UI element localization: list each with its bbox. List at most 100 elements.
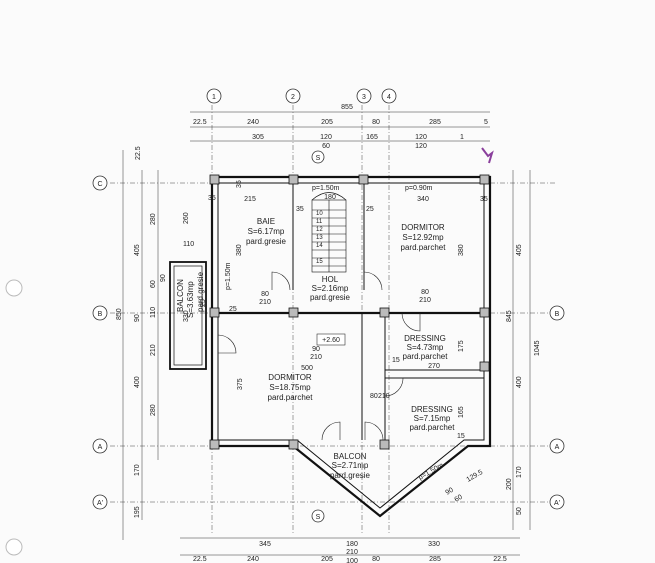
room-dormitor1-area: S=12.92mp [402,233,444,242]
inner-dim-1295: 129.5 [466,469,485,484]
inner-dim-15b: 15 [457,433,465,440]
grid-row-markers: C B A A' B A A' [92,175,565,510]
punch-hole-bottom [5,538,23,556]
grid-row-b: B [98,311,103,318]
door-label-80b: 80 [421,289,429,296]
window-p150-top: p=1.50m [312,185,340,192]
dim-bot-210: 210 [346,549,358,556]
door-label-210d: 210 [378,393,390,400]
dimensions-left: 22.5 850 405 90 400 170 195 280 60 110 2… [116,146,207,540]
inner-dim-35d: 35 [480,196,488,203]
dim-right-1045: 1045 [534,340,541,356]
dim-top-285: 285 [429,119,441,126]
dim-bot2-240: 240 [247,556,259,563]
staircase: 10 11 12 13 14 15 [311,192,347,273]
room-dormitor2-name: DORMITOR [268,373,312,382]
room-dressing1-area: S=4.73mp [407,343,444,352]
inner-dim-380a: 380 [236,244,243,256]
dim-top2-120c: 120 [415,143,427,150]
dimensions-right: 405 400 170 50 845 1045 200 [506,170,541,530]
dim-top2-1: 1 [460,134,464,141]
dim-top2-305: 305 [252,134,264,141]
room-labels: BAIE S=6.17mp pard.gresie DORMITOR S=12.… [176,217,455,480]
dim-top2-120: 120 [320,134,332,141]
annotations: p=1.50m p=0.90m p=1.50m p=1.50m +2.60 80… [208,180,488,504]
door-label-80c: 80 [370,393,378,400]
room-hol-area: S=2.16mp [312,284,349,293]
room-balcon1-area: S=2.71mp [332,461,369,470]
grid-column-markers: 1 2 3 4 [206,88,397,104]
window-p150-diag: p=1.50m [418,462,445,482]
dim-bot2-100: 100 [346,558,358,563]
dim-left-260: 260 [183,212,190,224]
room-balcon2-area: S=3.63mp [186,281,195,318]
walls [169,175,492,518]
grid-col-3: 3 [362,94,366,101]
grid-row-b-right: B [555,311,560,318]
room-hol-name: HOL [322,275,339,284]
room-dressing1-floor: pard.parchet [403,352,449,361]
dim-left-90: 90 [134,314,141,322]
inner-dim-380b: 380 [458,244,465,256]
stair-step-11: 11 [316,219,323,225]
room-baie-name: BAIE [257,217,275,226]
room-balcon1-name: BALCON [334,452,367,461]
dim-left-400: 400 [134,376,141,388]
inner-dim-25b: 25 [229,306,237,313]
dim-right-200: 200 [506,478,513,490]
room-baie-floor: pard.gresie [246,237,287,246]
window-p090-top: p=0.90m [405,185,433,192]
door-label-210a: 210 [259,299,271,306]
inner-dim-375: 375 [237,378,244,390]
grid-col-4: 4 [387,94,391,101]
elevation-mark: +2.60 [322,337,340,344]
dim-top2-120b: 120 [415,134,427,141]
grid-col-1: 1 [212,94,216,101]
inner-dim-15a: 15 [392,357,400,364]
inner-dim-270: 270 [428,363,440,370]
dim-left2-280: 280 [150,213,157,225]
room-dressing2-floor: pard.parchet [410,423,456,432]
dim-left2-110: 110 [150,307,157,318]
room-dormitor2-area: S=18.75mp [269,383,311,392]
door-label-80a: 80 [261,291,269,298]
dim-bot-180: 180 [346,541,358,548]
inner-dim-500: 500 [301,365,313,372]
dimensions-bottom: 345 180 330 210 22.5 240 205 80 285 22.5… [180,537,520,563]
inner-dim-90: 90 [445,487,455,497]
stair-step-15: 15 [316,259,323,265]
dim-bot2-285: 285 [429,556,441,563]
room-dormitor1-floor: pard.parchet [401,243,447,252]
stair-step-13: 13 [316,235,323,241]
room-dressing1-name: DRESSING [404,334,446,343]
room-dressing2-area: S=7.15mp [414,414,451,423]
inner-dim-180: 180 [324,194,336,201]
dim-right-845: 845 [506,310,513,322]
dim-top2-165: 165 [366,134,378,141]
dim-bot2-205: 205 [321,556,333,563]
window-p150-left: p=1.50m [225,262,232,290]
dim-left-195: 195 [134,506,141,518]
inner-dim-35a: 35 [236,180,243,188]
room-balcon1-floor: pard.gresie [330,471,371,480]
dim-left-110: 110 [183,241,194,248]
inner-dim-60: 60 [454,494,464,504]
room-balcon2-floor: pard.gresie [196,271,205,312]
room-balcon2-name: BALCON [176,279,185,312]
dim-top-80: 80 [372,119,380,126]
dim-right-50: 50 [516,507,523,515]
dim-right-405: 405 [516,244,523,256]
dim-left-25: 25 [200,299,207,307]
dim-bot2-225a: 22.5 [193,556,207,563]
door-label-210b: 210 [419,297,431,304]
room-dressing2-name: DRESSING [411,405,453,414]
stair-step-10: 10 [316,211,323,217]
dim-right-170: 170 [516,466,523,478]
inner-dim-35b: 35 [208,195,216,202]
dim-bot-345: 345 [259,541,271,548]
grid-col-2: 2 [291,94,295,101]
door-label-90: 90 [312,346,320,353]
stair-step-14: 14 [316,243,323,249]
grid-row-a-prime: A' [97,500,103,507]
